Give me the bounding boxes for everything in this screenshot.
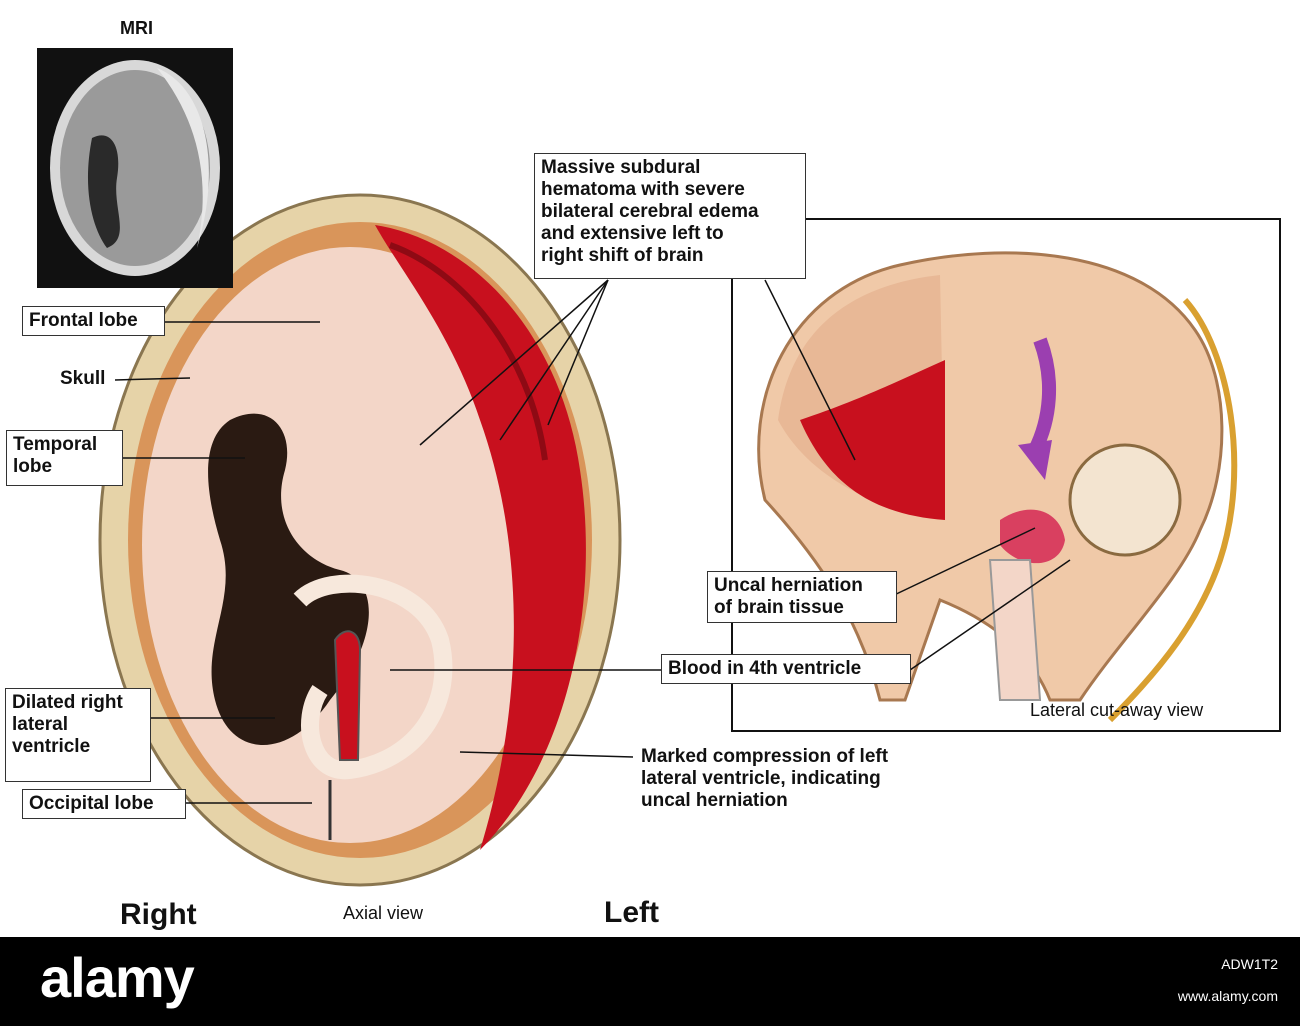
herniation-arrow	[1018, 440, 1052, 480]
label-compression: Marked compression of left lateral ventr…	[641, 746, 889, 811]
label-uncal-herniation: Uncal herniation of brain tissue	[707, 571, 897, 623]
watermark-footer	[0, 937, 1300, 1026]
mri-title: MRI	[120, 18, 153, 38]
alamy-logo: alamy	[40, 946, 195, 1009]
label-dilated-ventricle: Dilated right lateral ventricle	[5, 688, 151, 782]
image-id: ADW1T2	[1221, 956, 1278, 972]
mri-scan-image	[37, 48, 233, 288]
label-frontal-lobe: Frontal lobe	[22, 306, 165, 336]
label-skull: Skull	[60, 368, 106, 389]
diagram-artwork	[98, 193, 1281, 887]
orientation-right: Right	[120, 898, 197, 931]
leader-lines	[114, 279, 1071, 804]
orientation-left: Left	[604, 896, 659, 929]
label-lateral-view: Lateral cut-away view	[1030, 700, 1204, 720]
label-temporal-lobe: Temporal lobe	[6, 430, 123, 486]
label-subdural-hematoma: Massive subdural hematoma with severe bi…	[534, 153, 806, 279]
dilated-right-ventricle	[208, 413, 369, 745]
fourth-ventricle-blood	[333, 630, 362, 761]
subdural-hematoma	[375, 225, 586, 850]
site-url: www.alamy.com	[1177, 988, 1278, 1004]
axial-brain-section	[98, 193, 622, 887]
label-axial-view: Axial view	[343, 903, 424, 923]
label-occipital-lobe: Occipital lobe	[22, 789, 186, 819]
label-blood-4th-ventricle: Blood in 4th ventricle	[661, 654, 911, 684]
